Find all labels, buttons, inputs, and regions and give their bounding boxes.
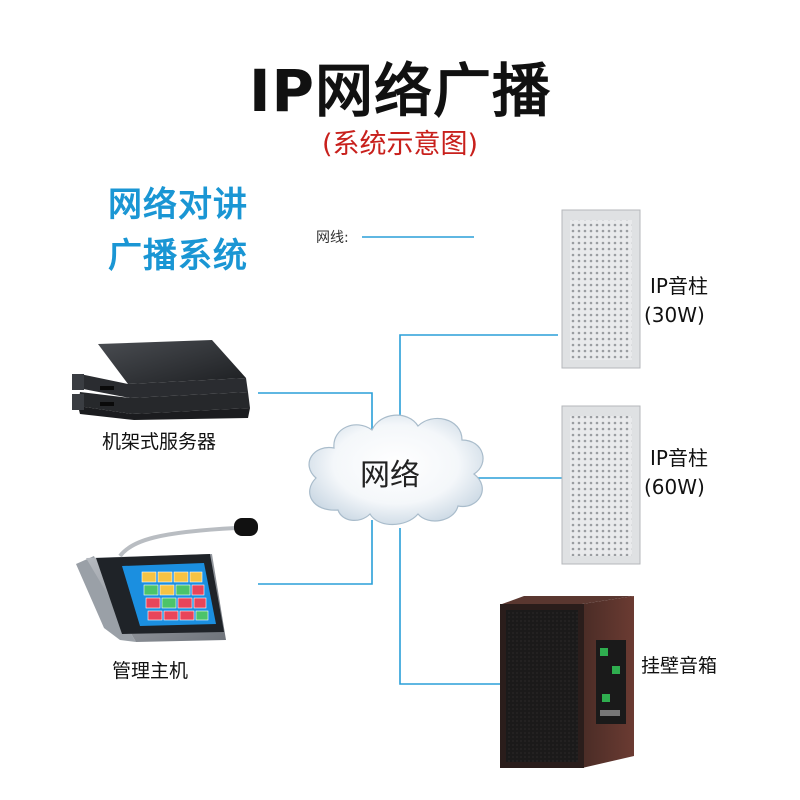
speaker-60w-image: [561, 405, 641, 565]
speaker-60w-name: IP音柱: [650, 446, 708, 470]
page-subtitle: (系统示意图): [321, 129, 479, 160]
cable-legend-label: 网线:: [316, 230, 349, 246]
wall-speaker-label: 挂壁音箱: [641, 655, 718, 677]
system-heading-line1: 网络对讲: [108, 185, 248, 225]
speaker-30w-image: [561, 209, 641, 369]
speaker-30w-power: (30W): [644, 303, 705, 327]
speaker-60w-power: (60W): [644, 475, 705, 499]
network-cloud-label: 网络: [360, 458, 420, 493]
cable-server: [258, 392, 373, 432]
cable-wall-speaker: [399, 528, 500, 685]
cable-speaker-30w: [399, 334, 558, 424]
speaker-30w-name: IP音柱: [650, 274, 708, 298]
system-heading-line2: 广播系统: [108, 236, 248, 276]
page-title: IP网络广播: [248, 57, 552, 125]
cable-host: [258, 520, 373, 585]
rack-server-label: 机架式服务器: [102, 431, 217, 453]
management-host-label: 管理主机: [112, 660, 189, 682]
